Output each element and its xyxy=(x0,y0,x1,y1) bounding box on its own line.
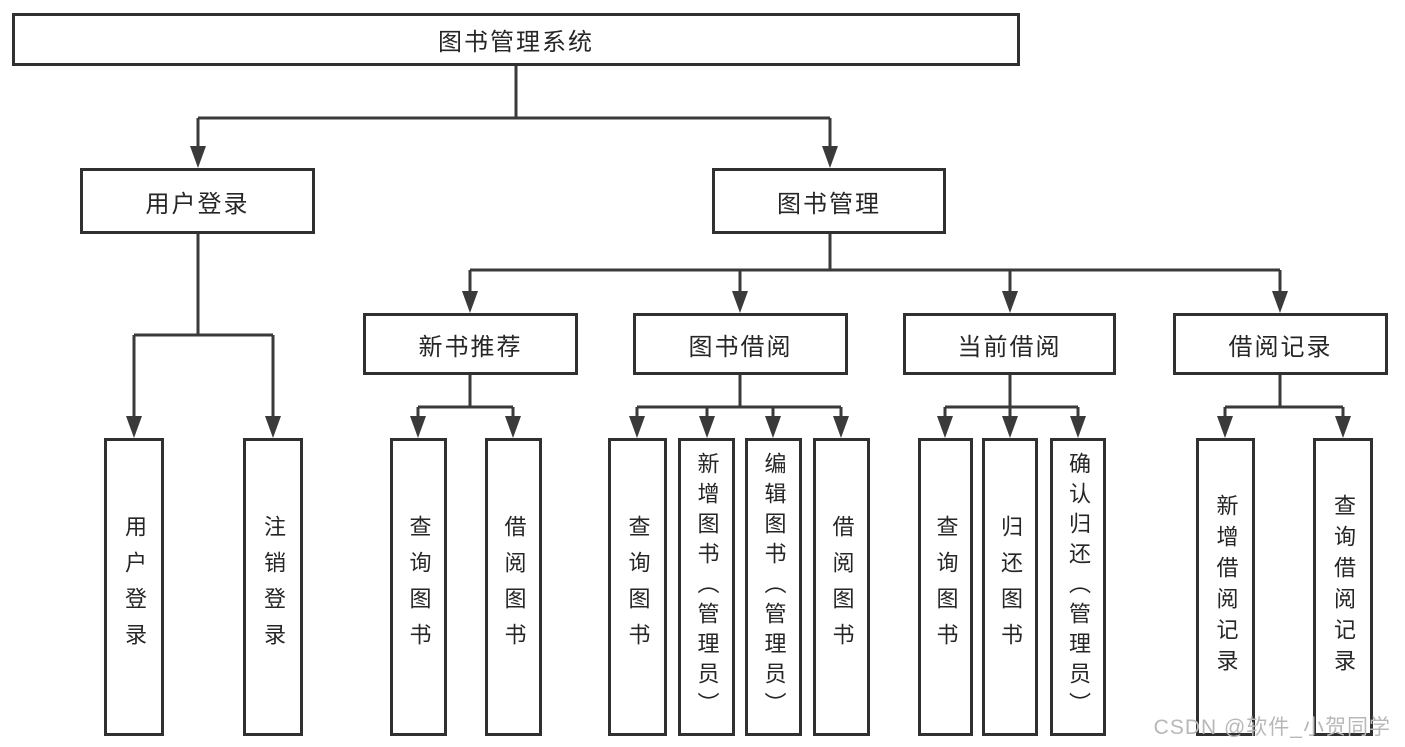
leaf-recommend-query-books-label: 查询图书 xyxy=(406,515,432,659)
leaf-borrowing-borrow-books: 借阅图书 xyxy=(813,438,870,736)
leaf-borrowing-borrow-books-label: 借阅图书 xyxy=(829,515,855,659)
arrowheads xyxy=(126,146,1351,438)
leaf-query-borrow-record: 查询借阅记录 xyxy=(1313,438,1373,736)
leaf-recommend-borrow-books-label: 借阅图书 xyxy=(501,515,527,659)
leaf-logout: 注销登录 xyxy=(243,438,303,736)
csdn-watermark: CSDN @软件_小贺同学 xyxy=(1153,716,1391,739)
leaf-borrowing-query-books: 查询图书 xyxy=(608,438,667,736)
node-user-login-branch: 用户登录 xyxy=(80,168,315,234)
node-borrowing-records: 借阅记录 xyxy=(1173,313,1388,375)
leaf-add-book-admin-label: 新增图书（管理员） xyxy=(694,452,720,722)
node-current-borrowing: 当前借阅 xyxy=(903,313,1116,375)
leaf-return-book: 归还图书 xyxy=(982,438,1038,736)
leaf-user-login-label: 用户登录 xyxy=(122,515,147,659)
leaf-confirm-return-admin: 确认归还（管理员） xyxy=(1050,438,1106,736)
leaf-user-login: 用户登录 xyxy=(104,438,164,736)
leaf-edit-book-admin: 编辑图书（管理员） xyxy=(745,438,802,736)
leaf-query-borrow-record-label: 查询借阅记录 xyxy=(1331,494,1356,680)
leaf-add-borrow-record: 新增借阅记录 xyxy=(1196,438,1255,736)
node-user-login-branch-label: 用户登录 xyxy=(145,190,250,218)
leaf-add-book-admin: 新增图书（管理员） xyxy=(678,438,735,736)
leaf-current-query-books-label: 查询图书 xyxy=(933,515,959,659)
node-borrowing-records-label: 借阅记录 xyxy=(1228,333,1333,361)
node-book-management-branch: 图书管理 xyxy=(712,168,946,234)
leaf-edit-book-admin-label: 编辑图书（管理员） xyxy=(761,452,787,722)
leaf-recommend-borrow-books: 借阅图书 xyxy=(485,438,542,736)
leaf-return-book-label: 归还图书 xyxy=(998,515,1023,659)
leaf-add-borrow-record-label: 新增借阅记录 xyxy=(1213,494,1239,680)
leaf-confirm-return-admin-label: 确认归还（管理员） xyxy=(1066,452,1091,722)
node-library-management-system: 图书管理系统 xyxy=(12,13,1020,66)
node-current-borrowing-label: 当前借阅 xyxy=(957,333,1062,361)
leaf-current-query-books: 查询图书 xyxy=(918,438,973,736)
node-book-borrowing: 图书借阅 xyxy=(633,313,848,375)
node-new-book-recommendation: 新书推荐 xyxy=(363,313,578,375)
node-book-borrowing-label: 图书借阅 xyxy=(688,333,793,361)
leaf-recommend-query-books: 查询图书 xyxy=(390,438,447,736)
node-book-management-branch-label: 图书管理 xyxy=(777,190,881,218)
leaf-borrowing-query-books-label: 查询图书 xyxy=(625,515,651,659)
node-new-book-recommendation-label: 新书推荐 xyxy=(418,333,523,361)
node-library-management-system-label: 图书管理系统 xyxy=(438,29,594,56)
leaf-logout-label: 注销登录 xyxy=(261,515,286,659)
